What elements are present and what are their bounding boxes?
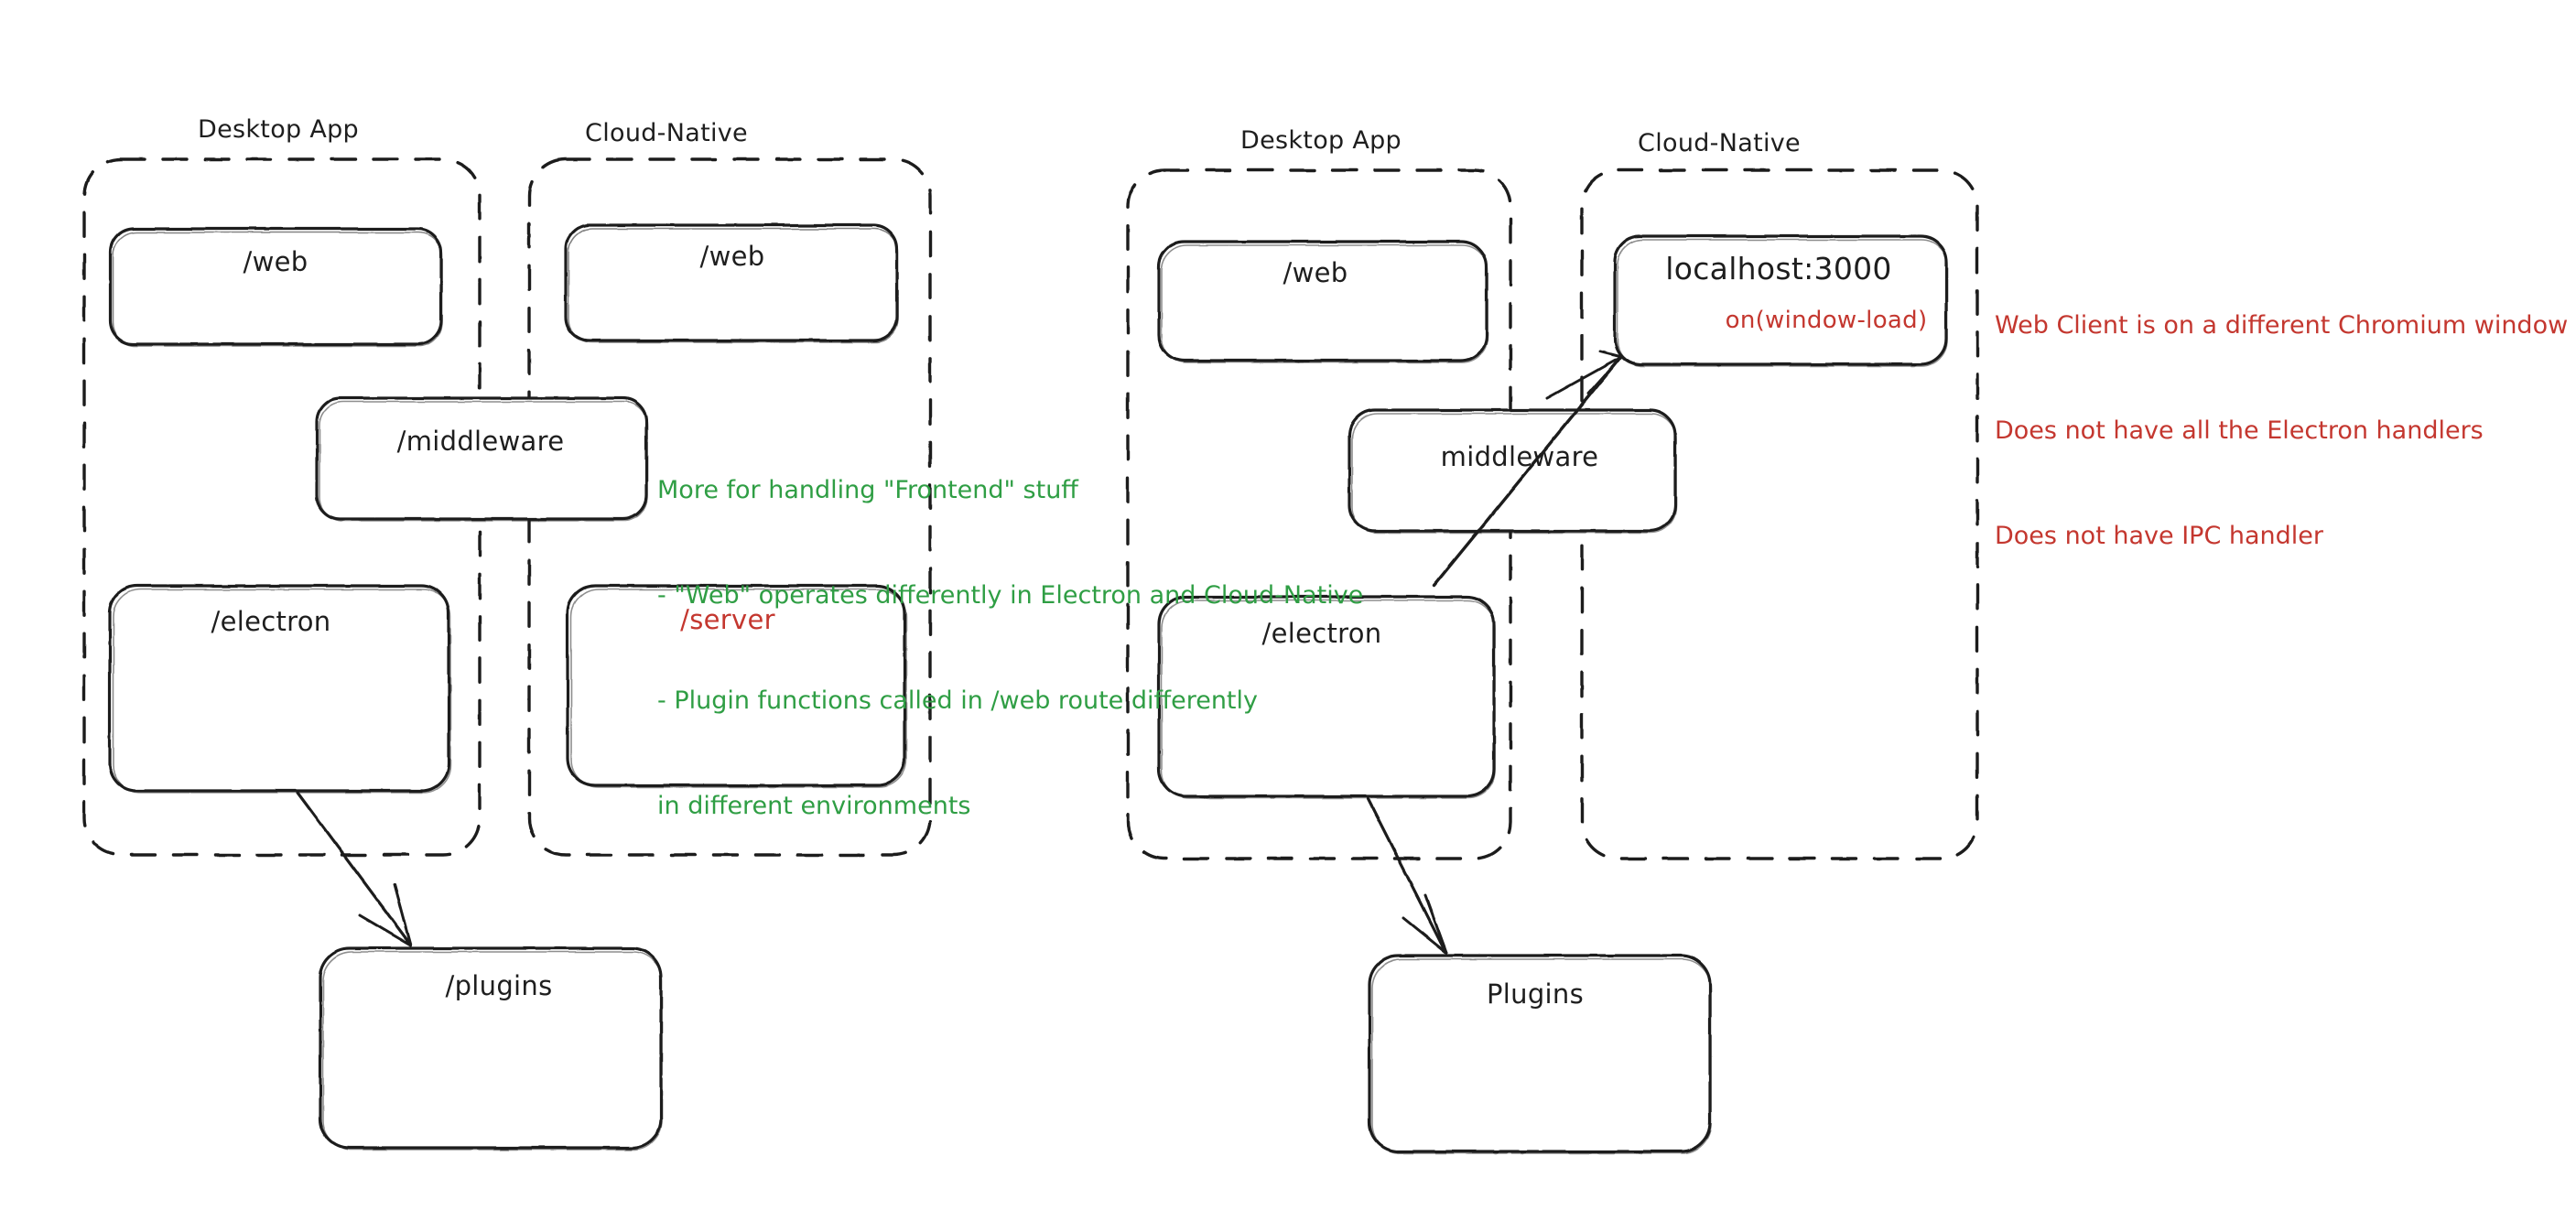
right-plugins-label: Plugins <box>1487 978 1584 1010</box>
left-plugins-label: /plugins <box>445 970 553 1001</box>
red-note-line-3: Does not have IPC handler <box>1995 521 2324 550</box>
right-desktop-web-box[interactable] <box>1157 240 1488 363</box>
right-electron-to-plugins-arrow <box>1366 796 1448 955</box>
green-note-line-1: More for handling "Frontend" stuff <box>657 475 1078 504</box>
right-electron-box[interactable] <box>1157 595 1496 799</box>
right-cloud-native-title: Cloud-Native <box>1638 129 1801 157</box>
right-middleware-box[interactable] <box>1348 408 1677 534</box>
left-middleware-label: /middleware <box>396 426 565 457</box>
red-note-line-1: Web Client is on a different Chromium wi… <box>1995 310 2569 340</box>
right-localhost-label: localhost:3000 <box>1665 251 1892 286</box>
green-note-line-4: in different environments <box>657 791 971 820</box>
right-desktop-web-label: /web <box>1283 257 1348 288</box>
left-cloud-web-label: /web <box>699 241 765 272</box>
left-middleware-box[interactable] <box>315 396 648 522</box>
left-plugins-box[interactable] <box>319 946 663 1151</box>
left-cloud-native-title: Cloud-Native <box>585 119 748 147</box>
right-localhost-box[interactable] <box>1613 234 1948 367</box>
left-cloud-native-container <box>527 157 932 857</box>
left-server-label: /server <box>680 604 775 635</box>
right-electron-to-localhost-arrow <box>1432 350 1623 588</box>
left-desktop-app-title: Desktop App <box>198 115 359 144</box>
green-note-line-2: - "Web" operates differently in Electron… <box>657 580 1364 610</box>
left-electron-to-plugins-arrow <box>296 791 413 947</box>
left-desktop-web-label: /web <box>243 246 308 277</box>
red-note-line-2: Does not have all the Electron handlers <box>1995 416 2484 445</box>
left-green-note: More for handling "Frontend" stuff - "We… <box>657 403 1363 894</box>
left-cloud-web-box[interactable] <box>564 223 899 343</box>
right-electron-label: /electron <box>1261 618 1382 649</box>
right-middleware-label: middleware <box>1440 441 1599 472</box>
right-desktop-app-title: Desktop App <box>1240 126 1402 155</box>
right-red-note: Web Client is on a different Chromium wi… <box>1995 238 2568 624</box>
right-plugins-box[interactable] <box>1368 954 1712 1154</box>
right-onwindowload-label: on(window-load) <box>1725 307 1928 334</box>
left-desktop-web-box[interactable] <box>108 227 443 347</box>
left-server-box[interactable] <box>566 584 907 788</box>
green-note-line-3: - Plugin functions called in /web route … <box>657 686 1259 715</box>
left-electron-label: /electron <box>211 606 331 637</box>
left-electron-box[interactable] <box>108 584 451 794</box>
